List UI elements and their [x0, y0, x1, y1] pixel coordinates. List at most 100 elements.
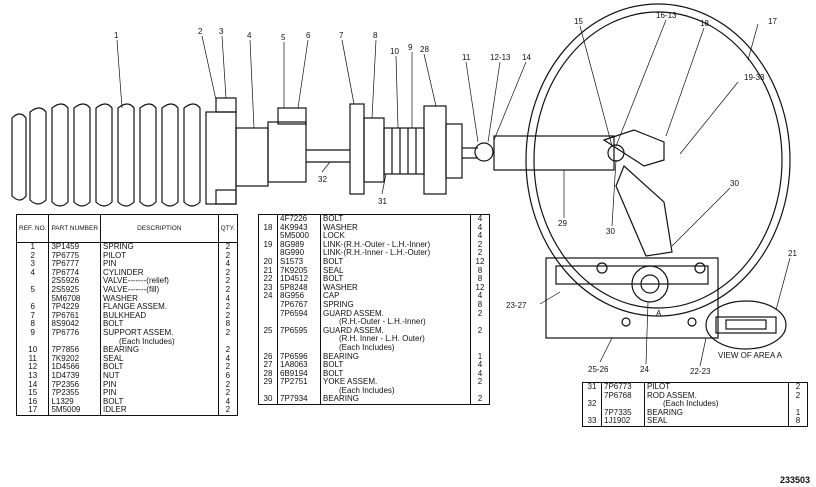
guard-assembly [545, 257, 719, 339]
callout: 16-13 [656, 11, 677, 20]
callout: 9 [408, 43, 413, 52]
row-part-number: 7P6774 [48, 268, 102, 278]
row-qty [789, 400, 808, 409]
row-part-number: 7P2355 [48, 389, 102, 398]
row-ref: 1 [16, 242, 50, 252]
row-part-number: 1A8063 [277, 361, 321, 370]
row-ref [258, 386, 278, 396]
row-description: SUPPORT ASSEM. [100, 328, 219, 338]
row-qty [218, 338, 237, 347]
row-ref: 18 [258, 223, 278, 233]
row-qty: 2 [225, 285, 231, 294]
row-qty: 4 [477, 223, 483, 232]
row-part-number: 7P7934 [277, 395, 321, 405]
row-ref [258, 249, 278, 258]
row-qty [471, 335, 490, 344]
row-ref [582, 391, 602, 401]
row-description: GUARD ASSEM. [320, 326, 471, 336]
row-description: WASHER [320, 223, 471, 233]
row-part-number: 8G956 [277, 292, 321, 301]
row-part-number: 8G989 [277, 240, 321, 250]
row-part-number: 7P6773 [601, 382, 645, 392]
row-description: CYLINDER [100, 268, 219, 278]
row-description: PILOT [100, 251, 219, 261]
callout: 4 [247, 31, 252, 40]
row-description: BULKHEAD [100, 311, 219, 321]
row-part-number: 3P1459 [48, 242, 102, 252]
row-part-number: 7P6775 [48, 251, 102, 261]
row-part-number: 2S5925 [48, 285, 102, 295]
callout: 25-26 [588, 365, 609, 374]
row-description: BOLT [320, 257, 471, 267]
row-part-number: 7P6761 [48, 311, 102, 321]
bulkhead-support [349, 103, 478, 195]
row-description: GUARD ASSEM. [320, 309, 471, 319]
leader-lines [116, 19, 791, 367]
table-row: (R.H. Inner - L.H. Outer) [258, 335, 490, 344]
row-part-number: 7P6595 [277, 326, 321, 336]
row-part-number: 7P4229 [48, 303, 102, 312]
row-ref: 25 [258, 326, 278, 336]
row-ref: 8 [16, 320, 50, 329]
row-ref: 7 [16, 311, 50, 321]
row-ref: 6 [16, 303, 50, 312]
table-row: 32(Each Includes) [582, 400, 808, 409]
row-ref: 13 [16, 371, 50, 381]
row-ref: 11 [16, 354, 50, 364]
callout: 2 [198, 27, 203, 36]
callout: 11 [462, 53, 471, 62]
row-ref: 26 [258, 352, 278, 362]
callout: 12-13 [490, 53, 511, 62]
row-part-number: 7K9202 [48, 354, 102, 364]
row-description: WASHER [100, 294, 219, 304]
row-description: BEARING [320, 352, 471, 362]
row-qty: 2 [477, 395, 483, 404]
row-description: (R.H. Inner - L.H. Outer) [320, 335, 471, 344]
row-part-number: 1D4566 [48, 363, 102, 372]
idler-wheel [525, 3, 791, 317]
row-part-number [277, 335, 321, 344]
row-part-number: 7P6596 [277, 352, 321, 362]
callout: 19-33 [744, 73, 765, 82]
row-description: FLANGE ASSEM. [100, 303, 219, 312]
row-qty: 2 [225, 277, 231, 286]
row-part-number: 4F7226 [277, 214, 321, 224]
callout-labels: 1 2 3 4 5 6 7 8 10 9 28 11 12-13 14 15 1… [114, 11, 797, 376]
row-qty: 4 [225, 294, 231, 303]
row-qty: 12 [475, 257, 485, 266]
row-part-number: 7P7335 [601, 408, 645, 418]
row-qty: 2 [477, 249, 483, 258]
row-part-number: S1573 [277, 257, 321, 267]
row-part-number: 1D4512 [277, 275, 321, 284]
table-row: (Each Includes) [16, 337, 238, 347]
row-ref: 20 [258, 257, 278, 267]
row-ref: 3 [16, 260, 50, 269]
row-description: PIN [100, 380, 219, 390]
row-description: (R.H.-Outer - L.H.-Inner) [320, 318, 471, 327]
row-ref: 10 [16, 346, 50, 355]
row-ref [258, 318, 278, 327]
row-qty: 4 [225, 260, 231, 269]
row-ref: 32 [582, 400, 602, 409]
